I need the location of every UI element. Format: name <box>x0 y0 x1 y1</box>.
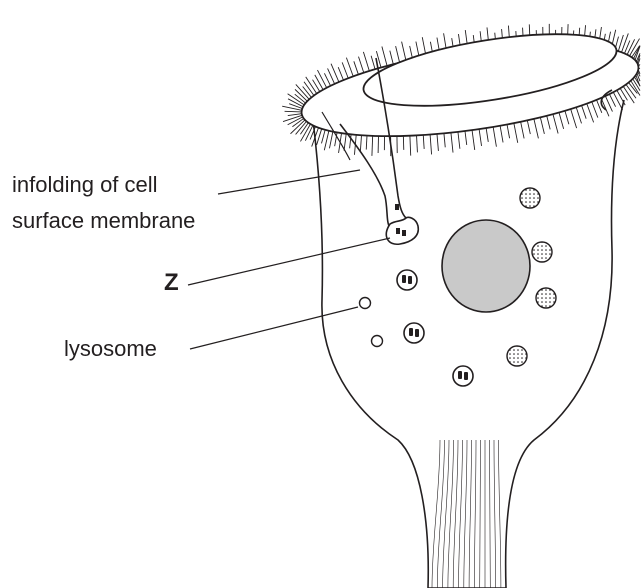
cilium <box>344 134 346 151</box>
cilium <box>465 131 467 145</box>
lysosome-leader-line <box>190 307 358 349</box>
cilium <box>565 111 569 124</box>
cilium <box>437 134 438 151</box>
stippled-granule <box>520 188 540 208</box>
stalk-fibril <box>474 440 476 588</box>
cilium <box>507 124 510 138</box>
cilium <box>396 46 400 63</box>
stalk-fibril <box>453 440 458 588</box>
cilium <box>402 42 406 61</box>
cilium <box>315 75 323 90</box>
cilium <box>458 132 460 149</box>
cilium <box>576 107 581 123</box>
cilium <box>627 39 634 54</box>
cilium <box>324 131 329 150</box>
cilium <box>329 132 332 149</box>
cilium <box>582 105 587 118</box>
vacuole-z-particle <box>396 228 400 234</box>
cilium <box>303 86 312 97</box>
cilium <box>288 114 302 116</box>
stalk-fibrils <box>432 440 501 588</box>
cilium <box>390 51 393 65</box>
cilium <box>472 130 475 150</box>
cilium <box>382 47 387 66</box>
stalk-fibril <box>494 440 496 588</box>
stippled-granule <box>536 288 556 308</box>
stalk-fibril <box>459 440 463 588</box>
cilium <box>493 127 496 147</box>
cilium <box>363 52 369 71</box>
food-vacuole <box>404 323 424 343</box>
cilium <box>521 122 524 139</box>
cilium <box>514 123 518 143</box>
cilium <box>338 67 343 80</box>
nucleus <box>442 220 530 312</box>
cilium <box>547 116 550 130</box>
lysosome-label: lysosome <box>64 334 157 364</box>
gullet-outer <box>340 124 390 228</box>
cilium <box>527 120 530 134</box>
cilium <box>613 92 622 110</box>
stippled-granule <box>507 346 527 366</box>
cilium <box>423 135 424 149</box>
cilium <box>354 61 359 74</box>
cilium <box>324 73 330 86</box>
z-label: Z <box>164 268 179 298</box>
cilium <box>553 114 558 133</box>
vacuole-z-particle <box>402 230 406 236</box>
stippled-granule <box>532 242 552 262</box>
food-vacuole <box>453 366 473 386</box>
stalk-fibril <box>499 440 501 588</box>
cilium <box>559 112 564 128</box>
cilium <box>587 104 594 123</box>
cilium <box>592 102 598 118</box>
cilium <box>430 135 431 155</box>
cilium <box>444 133 445 147</box>
cilium <box>410 136 411 156</box>
cilium <box>366 136 367 150</box>
cilium <box>609 94 615 107</box>
stalk-fibril <box>432 440 440 588</box>
cilium <box>321 130 325 144</box>
cilium <box>417 135 418 152</box>
stalk-fibril <box>469 440 471 588</box>
infolding-leader-line <box>218 170 360 194</box>
infolding-label-line2: surface membrane <box>12 206 195 236</box>
cilium <box>360 135 361 152</box>
stalk-fibril <box>480 440 481 588</box>
lysosome <box>372 336 383 347</box>
cilium <box>571 109 577 128</box>
cilium <box>304 82 314 96</box>
cilium <box>346 58 353 77</box>
cilium <box>317 70 326 88</box>
cilium <box>486 128 488 142</box>
cilium <box>479 129 481 146</box>
cilium <box>451 133 453 153</box>
cilium <box>358 57 363 73</box>
cilium <box>540 117 544 134</box>
cell-body-outline <box>312 100 624 588</box>
stalk-fibril <box>437 440 444 588</box>
z-leader-line <box>188 238 390 285</box>
cilium <box>500 126 503 143</box>
cilium <box>372 136 373 156</box>
infolding-label-line1: infolding of cell <box>12 170 158 200</box>
cilium <box>285 111 302 112</box>
vacuole-z-particle <box>395 204 399 210</box>
cilium <box>305 125 312 140</box>
lysosome <box>360 298 371 309</box>
cilium <box>342 62 348 78</box>
cilium <box>371 56 375 69</box>
stalk-fibril <box>490 440 491 588</box>
cilium <box>534 119 538 138</box>
stalk-fibril <box>464 440 467 588</box>
food-vacuole <box>397 270 417 290</box>
